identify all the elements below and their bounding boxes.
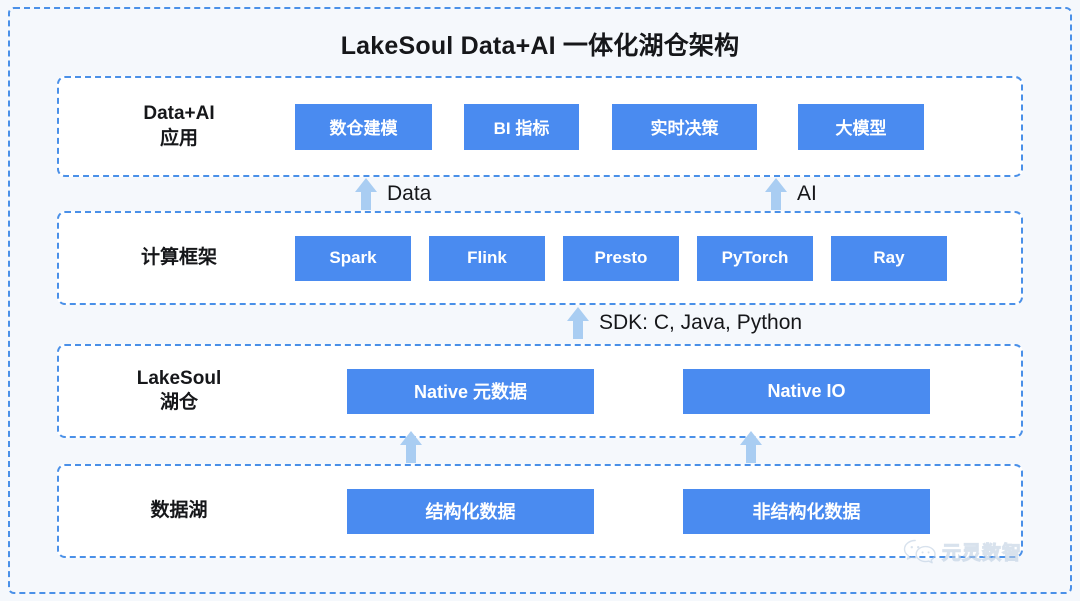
page-title: LakeSoul Data+AI 一体化湖仓架构 <box>340 32 740 60</box>
connector-structured-to-metadata <box>400 430 422 464</box>
arrow-up-icon <box>567 307 589 339</box>
wechat-icon <box>903 539 936 563</box>
layer-label-line2: 应用 <box>159 127 198 149</box>
layer-label-line2: 湖仓 <box>159 392 198 413</box>
watermark: 元灵数智 <box>903 538 1022 565</box>
layer-label-lakesoul: LakeSoul 湖仓 <box>89 346 269 436</box>
connector-label-ai: AI <box>797 182 817 205</box>
layer-panel-compute-frameworks: 计算框架 Spark Flink Presto PyTorch Ray <box>57 211 1023 305</box>
layer-1-boxes: 数仓建模 BI 指标 实时决策 大模型 <box>295 78 1075 175</box>
layer-4-boxes: 结构化数据 非结构化数据 <box>347 466 1047 556</box>
layer-label-line1: Data+AI <box>143 103 215 125</box>
layer-label-line1: 计算框架 <box>140 246 217 268</box>
box-native-metadata[interactable]: Native 元数据 <box>347 368 594 414</box>
layer-label-line1: LakeSoul <box>136 367 222 389</box>
connector-label-data: Data <box>387 182 432 205</box>
box-structured-data[interactable]: 结构化数据 <box>347 488 594 534</box>
layer-label-compute-frameworks: 计算框架 <box>89 213 269 303</box>
layer-2-boxes: Spark Flink Presto PyTorch Ray <box>295 213 1075 303</box>
connector-data: Data <box>355 177 431 211</box>
box-data-warehouse-modeling[interactable]: 数仓建模 <box>295 103 432 150</box>
layer-label-data-ai-apps: Data+AI 应用 <box>89 78 269 175</box>
connector-label-sdk: SDK: C, Java, Python <box>599 311 803 334</box>
box-pytorch[interactable]: PyTorch <box>697 235 813 281</box>
arrow-up-icon <box>355 178 377 210</box>
watermark-text: 元灵数智 <box>941 543 1023 565</box>
connector-sdk: SDK: C, Java, Python <box>567 306 802 340</box>
connector-unstructured-to-io <box>740 430 762 464</box>
box-spark[interactable]: Spark <box>295 235 411 281</box>
box-ray[interactable]: Ray <box>831 235 947 281</box>
layer-panel-data-lake: 数据湖 结构化数据 非结构化数据 <box>57 464 1023 558</box>
box-unstructured-data[interactable]: 非结构化数据 <box>683 488 930 534</box>
box-native-io[interactable]: Native IO <box>683 368 930 414</box>
layer-3-boxes: Native 元数据 Native IO <box>347 346 1047 436</box>
layer-label-data-lake: 数据湖 <box>89 466 269 556</box>
box-bi-metrics[interactable]: BI 指标 <box>464 103 579 150</box>
arrow-up-icon <box>765 178 787 210</box>
box-large-model[interactable]: 大模型 <box>798 103 924 150</box>
connector-ai: AI <box>765 177 817 211</box>
layer-panel-lakesoul: LakeSoul 湖仓 Native 元数据 Native IO <box>57 344 1023 438</box>
box-presto[interactable]: Presto <box>563 235 679 281</box>
arrow-up-icon <box>400 431 422 463</box>
layer-label-line1: 数据湖 <box>150 499 208 521</box>
box-flink[interactable]: Flink <box>429 235 545 281</box>
arrow-up-icon <box>740 431 762 463</box>
box-realtime-decision[interactable]: 实时决策 <box>612 103 757 150</box>
layer-panel-data-ai-apps: Data+AI 应用 数仓建模 BI 指标 实时决策 大模型 <box>57 76 1023 177</box>
